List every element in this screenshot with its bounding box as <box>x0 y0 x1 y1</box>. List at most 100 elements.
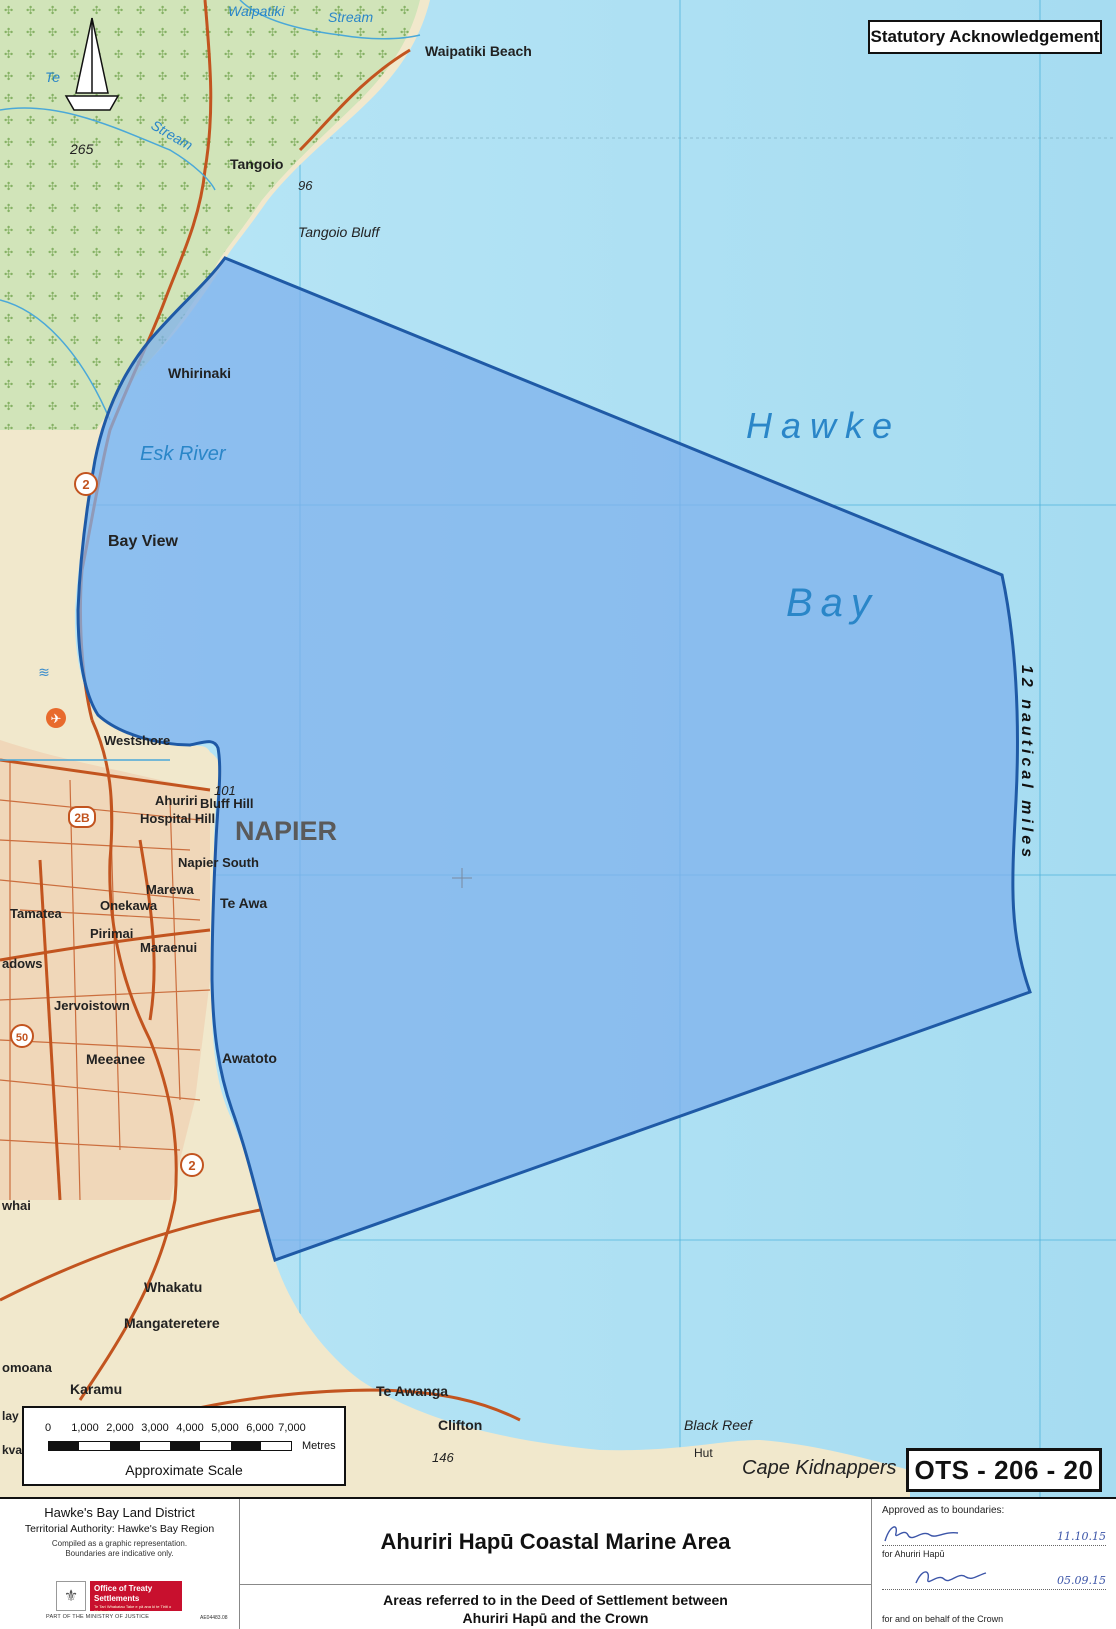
title-block-middle: Ahuriri Hapū Coastal Marine Area Areas r… <box>240 1499 872 1629</box>
ots-subtitle: Te Tari Whakatau Take e pā ana ki te Tir… <box>94 1604 172 1614</box>
compiled-note-line-1: Compiled as a graphic representation. <box>51 1539 188 1548</box>
label-westshore: Westshore <box>104 733 170 748</box>
compiled-note: Compiled as a graphic representation. Bo… <box>0 1539 239 1559</box>
svg-text:2B: 2B <box>74 811 90 825</box>
label-lay: lay <box>2 1409 19 1423</box>
svg-text:2: 2 <box>82 477 89 492</box>
ots-logo-text: Office of Treaty Settlements Te Tari Wha… <box>90 1581 182 1614</box>
territorial-authority: Territorial Authority: Hawke's Bay Regio… <box>24 1523 215 1535</box>
signature-line-hapu: 11.10.15 <box>882 1521 1106 1546</box>
topographic-map: ✣ <box>0 0 1116 1497</box>
svg-text:50: 50 <box>16 1032 28 1044</box>
label-hut: Hut <box>694 1446 713 1460</box>
label-meeanee: Meeanee <box>86 1051 145 1067</box>
map-subtitle-line-1: Areas referred to in the Deed of Settlem… <box>383 1592 728 1608</box>
label-tamatea: Tamatea <box>10 906 63 921</box>
label-jervoistown: Jervoistown <box>54 998 130 1013</box>
label-te-awanga: Te Awanga <box>376 1383 448 1399</box>
label-96: 96 <box>298 178 313 193</box>
label-pirimai: Pirimai <box>90 926 133 941</box>
label-mangateretere: Mangateretere <box>124 1315 220 1331</box>
label-ahuriri: Ahuriri <box>155 793 198 808</box>
label-whai: whai <box>1 1198 31 1213</box>
label-whakatu: Whakatu <box>144 1279 202 1295</box>
svg-text:2: 2 <box>188 1158 195 1173</box>
label-adows: adows <box>2 956 42 971</box>
signature-line-crown: 05.09.15 <box>882 1565 1106 1590</box>
map-subtitle-line-2: Ahuriri Hapū and the Crown <box>462 1610 649 1626</box>
label-omoana: omoana <box>2 1360 53 1375</box>
label-waipatiki-beach: Waipatiki Beach <box>425 43 532 59</box>
road-shield-sh2b: 2B <box>68 806 96 828</box>
label-te-awa: Te Awa <box>220 895 267 911</box>
svg-text:✈: ✈ <box>51 712 62 727</box>
scale-tick: 7,000 <box>278 1422 306 1434</box>
label-bay: Bay <box>786 581 879 625</box>
scale-tick: 3,000 <box>141 1422 169 1434</box>
map-id-box: OTS - 206 - 20 <box>906 1448 1102 1492</box>
label-101: 101 <box>214 783 236 798</box>
road-shield-sh50: 50 <box>10 1024 34 1048</box>
signature-hapu <box>884 1526 959 1542</box>
label-tangoio-bluff: Tangoio Bluff <box>298 224 381 240</box>
map-title: Ahuriri Hapū Coastal Marine Area <box>240 1499 871 1585</box>
nz-crest-icon: ⚜ <box>56 1581 86 1611</box>
label-clifton: Clifton <box>438 1417 482 1433</box>
scale-tick: 2,000 <box>106 1422 134 1434</box>
part-of-ministry: PART OF THE MINISTRY OF JUSTICE <box>46 1614 150 1620</box>
scale-tick: 6,000 <box>246 1422 274 1434</box>
scale-bar-legend: 0 1,000 2,000 3,000 4,000 5,000 6,000 7,… <box>22 1406 346 1486</box>
title-block: Hawke's Bay Land District Territorial Au… <box>0 1497 1116 1629</box>
crosshair-icon <box>452 868 472 888</box>
label-hawke: Hawke <box>746 405 901 446</box>
signature-date-hapu: 11.10.15 <box>1057 1530 1106 1543</box>
label-bluff-hill: Bluff Hill <box>200 796 253 811</box>
compiled-note-line-2: Boundaries are indicative only. <box>65 1549 174 1558</box>
scale-units: Metres <box>302 1440 336 1452</box>
scale-tick: 4,000 <box>176 1422 204 1434</box>
road-shield-sh2-north: 2 <box>74 472 98 496</box>
label-bay-view: Bay View <box>108 533 179 550</box>
statutory-acknowledgement-stamp: Statutory Acknowledgement <box>868 20 1102 54</box>
label-146: 146 <box>432 1450 454 1465</box>
label-esk-river: Esk River <box>140 443 227 465</box>
label-12-nautical-miles: 12 nautical miles <box>1018 665 1035 861</box>
map-subtitle: Areas referred to in the Deed of Settlem… <box>240 1585 871 1627</box>
scale-tick: 0 <box>44 1422 52 1434</box>
wetland-icon: ≋ <box>38 665 50 681</box>
scale-tick: 1,000 <box>71 1422 99 1434</box>
label-napier: NAPIER <box>235 816 337 846</box>
road-shield-sh2-south: 2 <box>180 1153 204 1177</box>
for-the-crown: for and on behalf of the Crown <box>882 1614 1004 1624</box>
scale-bar <box>48 1441 292 1451</box>
for-ahuriri-hapu: for Ahuriri Hapū <box>882 1549 945 1559</box>
label-stream-top: Stream <box>328 9 373 25</box>
ots-name: Office of Treaty Settlements <box>94 1584 153 1603</box>
reference-id: AE04483.08 <box>200 1615 228 1621</box>
label-black-reef: Black Reef <box>684 1417 754 1433</box>
scale-ticks: 0 1,000 2,000 3,000 4,000 5,000 6,000 7,… <box>24 1422 344 1436</box>
label-kva: kva <box>2 1443 22 1457</box>
label-waipatiki: Waipatiki <box>228 3 285 19</box>
svg-text:≋: ≋ <box>38 665 50 681</box>
label-napier-south: Napier South <box>178 855 259 870</box>
label-tangoio: Tangoio <box>230 156 283 172</box>
scale-caption: Approximate Scale <box>125 1462 243 1478</box>
label-whirinaki: Whirinaki <box>168 365 231 381</box>
approval-block: Approved as to boundaries: 11.10.15 for … <box>872 1499 1116 1629</box>
label-265: 265 <box>69 141 94 157</box>
signature-date-crown: 05.09.15 <box>1057 1574 1106 1587</box>
approved-label: Approved as to boundaries: <box>882 1505 1005 1516</box>
label-awatoto: Awatoto <box>222 1050 277 1066</box>
label-onekawa: Onekawa <box>100 898 158 913</box>
label-maraenui: Maraenui <box>140 940 197 955</box>
ots-logo: ⚜ Office of Treaty Settlements Te Tari W… <box>56 1581 182 1614</box>
label-marewa: Marewa <box>146 882 194 897</box>
label-karamu: Karamu <box>70 1381 122 1397</box>
label-cape-kidnappers: Cape Kidnappers <box>742 1457 897 1479</box>
land-mass <box>0 0 910 1497</box>
label-te: Te <box>45 69 60 85</box>
ahuriri-coastal-marine-area <box>76 256 1032 1262</box>
land-district: Hawke's Bay Land District <box>44 1505 195 1520</box>
airport-icon: ✈ <box>46 708 66 728</box>
